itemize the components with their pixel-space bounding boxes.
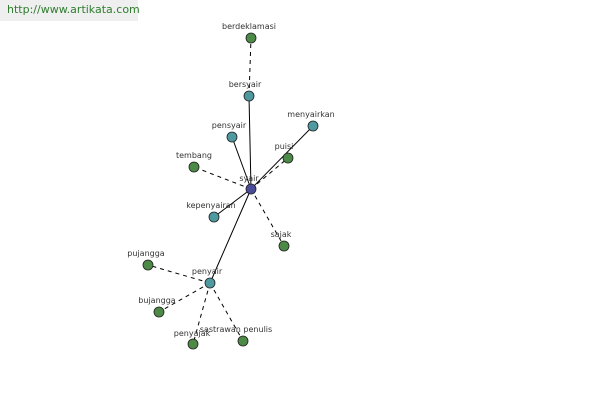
labels-layer: syair bersyair berdeklamasi pensyair menyair… (127, 22, 334, 338)
edge-syair-penyair (209, 188, 252, 284)
node-menyairkan[interactable] (307, 120, 319, 132)
watermark-url: http://www.artikata.com (0, 0, 140, 21)
node-label-pensyair: pensyair (212, 121, 247, 130)
node-label-menyairkan: menyairkan (287, 110, 334, 119)
node-penyair[interactable] (204, 277, 216, 289)
edge-bersyair-berdeklamasi (248, 37, 252, 97)
edge-syair-menyairkan (250, 125, 314, 190)
node-sajak[interactable] (278, 240, 290, 252)
node-pujangga[interactable] (142, 259, 154, 271)
edge-penyair-penyajak (192, 282, 211, 345)
edge-penyair-bujangga (158, 282, 211, 313)
node-label-penyair: penyair (192, 267, 223, 276)
node-label-bujangga: bujangga (138, 296, 176, 305)
node-label-puisi: puisi (275, 142, 294, 151)
node-label-pujangga: pujangga (127, 249, 165, 258)
edge-syair-kepenyairan (213, 188, 252, 218)
node-label-kepenyairan: kepenyairan (186, 201, 235, 210)
node-bujangga[interactable] (153, 306, 165, 318)
edge-penyair-sastrawan (209, 282, 244, 342)
node-label-bersyair: bersyair (229, 80, 262, 89)
node-label-syair: syair (239, 174, 259, 183)
node-label-tembang: tembang (176, 151, 212, 160)
node-penyajak[interactable] (187, 338, 199, 350)
node-berdeklamasi[interactable] (245, 32, 257, 44)
node-label-sajak: sajak (271, 230, 292, 239)
node-label-penyajak: penyajak (174, 329, 211, 338)
edge-penyair-pujangga (147, 264, 211, 284)
node-puisi[interactable] (282, 152, 294, 164)
edge-syair-puisi (250, 157, 289, 190)
node-syair[interactable] (245, 183, 257, 195)
edge-syair-bersyair (248, 95, 252, 190)
edge-syair-sajak (250, 188, 285, 247)
edges-layer (147, 37, 314, 345)
node-kepenyairan[interactable] (208, 211, 220, 223)
node-bersyair[interactable] (243, 90, 255, 102)
edge-syair-pensyair (231, 136, 252, 190)
node-sastrawan[interactable] (237, 335, 249, 347)
nodes-layer (142, 32, 319, 350)
node-tembang[interactable] (188, 161, 200, 173)
node-label-sastrawan: sastrawan penulis (200, 325, 272, 334)
node-label-berdeklamasi: berdeklamasi (222, 22, 276, 31)
node-pensyair[interactable] (226, 131, 238, 143)
edge-syair-tembang (193, 166, 252, 190)
